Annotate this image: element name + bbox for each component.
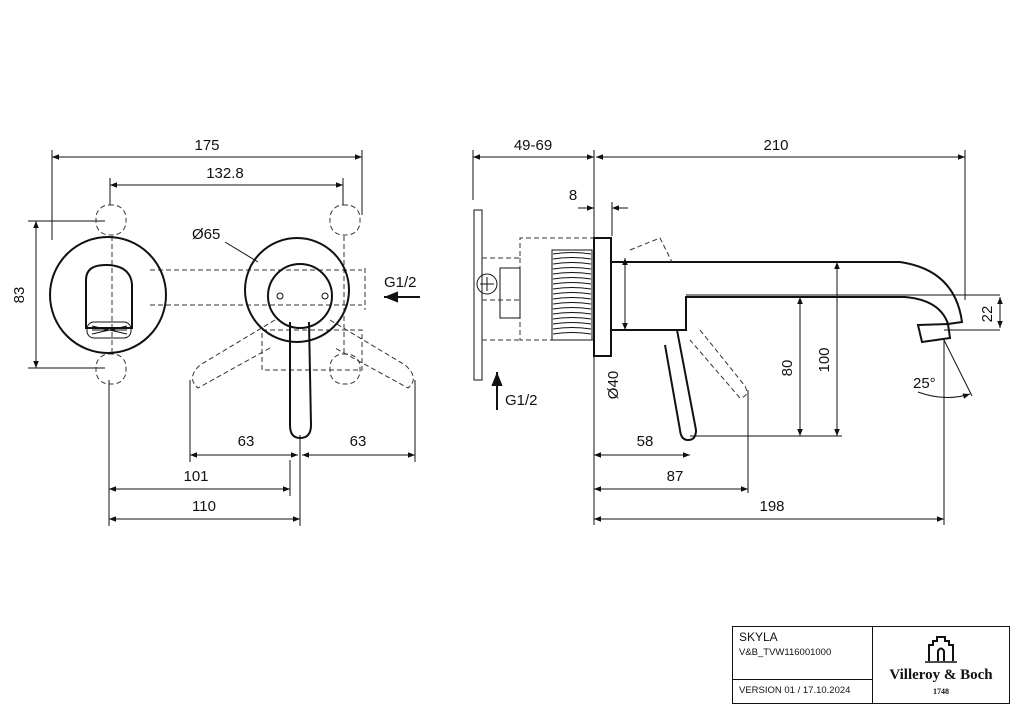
thread-line [552,322,592,325]
thread-line [552,282,592,285]
product-name: SKYLA [739,630,778,644]
thread-line [552,252,592,255]
label-inlet-front: G1/2 [384,274,417,291]
thread-line [552,257,592,260]
thread-line [552,272,592,275]
dim-spout-198: 198 [759,498,784,515]
thread-line [552,267,592,270]
product-code: V&B_TVW116001000 [739,647,832,658]
thread-line [552,302,592,305]
dim-lever-right: 63 [350,433,367,450]
thread-line [552,277,592,280]
label-inlet-side: G1/2 [505,392,538,409]
dim-lever-left: 63 [238,433,255,450]
brand-year: 1748 [933,687,949,696]
dim-overall-width: 175 [194,137,219,154]
dim-body-diameter: Ø40 [605,371,622,399]
thread-line [552,307,592,310]
title-block-divider [733,679,872,680]
dim-projection: 210 [763,137,788,154]
dim-plate-thickness: 8 [569,187,577,204]
leader-plate-diameter [224,241,259,263]
dim-lever-58: 58 [637,433,654,450]
thread-line [552,262,592,265]
thread-line [552,297,592,300]
thread-line [552,317,592,320]
dim-offset-101: 101 [183,468,208,485]
thread-line [552,287,592,290]
title-block-brand: Villeroy & Boch 1748 [873,627,1009,703]
dim-plate-diameter: Ø65 [192,226,220,243]
dim-mount-spacing: 132.8 [206,165,244,182]
thread-line [552,327,592,330]
thread-line [552,292,592,295]
dim-offset-110: 110 [192,498,216,515]
version-label: VERSION 01 / 17.10.2024 [739,685,851,696]
dim-lever-87: 87 [667,468,684,485]
dim-height: 83 [11,287,28,304]
thread-line [552,332,592,335]
title-block: SKYLA V&B_TVW116001000 VERSION 01 / 17.1… [732,626,1010,704]
threaded-cartridge [551,249,593,341]
dim-angle: 25° [913,375,936,392]
villeroy-boch-castle-logo-icon [925,636,957,663]
front-view [28,150,420,526]
thread-line [552,312,592,315]
dim-height-100: 100 [816,347,833,372]
dim-height-80: 80 [779,360,796,377]
dim-wall-depth: 49-69 [514,137,552,154]
dim-spout-22: 22 [979,306,996,323]
brand-name: Villeroy & Boch [889,667,993,683]
side-view [472,150,1003,525]
title-block-info: SKYLA V&B_TVW116001000 VERSION 01 / 17.1… [733,627,873,703]
